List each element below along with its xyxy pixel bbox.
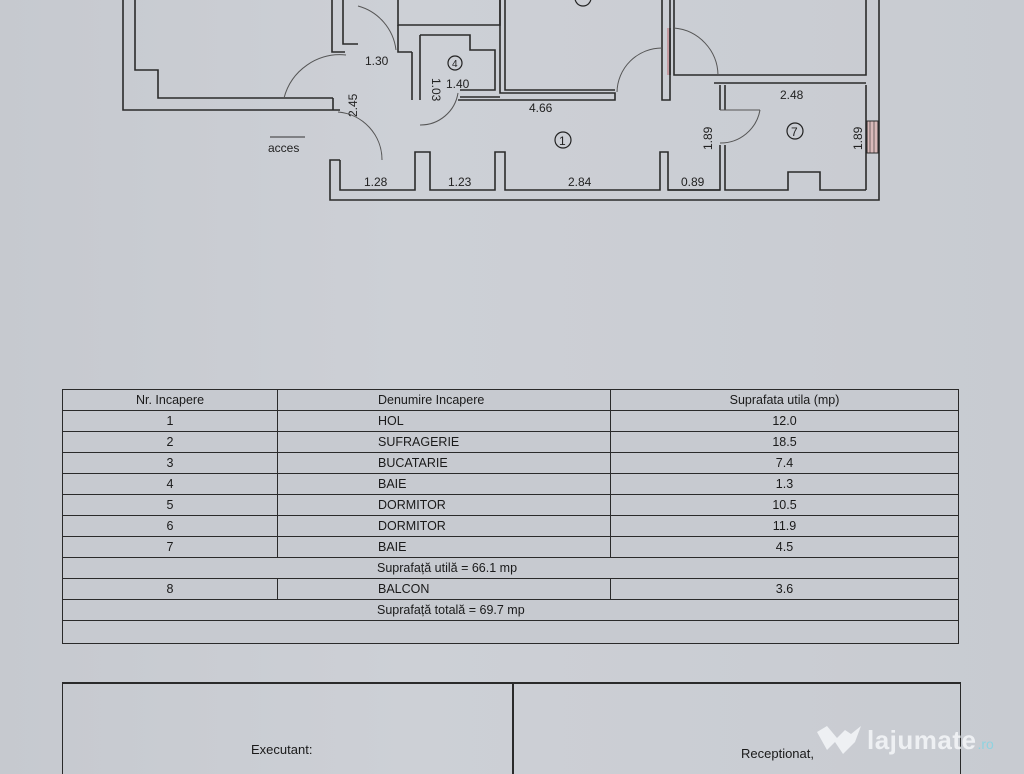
access-label: acces: [268, 141, 299, 155]
dimension-label: 2.84: [568, 175, 592, 189]
room-number-cell: 2: [62, 431, 278, 453]
room-number: 7: [791, 125, 798, 139]
dimension-label: 1.40: [446, 77, 470, 91]
room-area-cell: 4.5: [610, 536, 959, 558]
table-row: 1 HOL 12.0: [62, 410, 959, 432]
door-swing-icon: [357, 5, 397, 51]
room-area-cell: 7.4: [610, 452, 959, 474]
room-name-cell: BUCATARIE: [277, 452, 611, 474]
dimension-label: 2.45: [346, 93, 360, 117]
watermark-brand: lajumate: [867, 724, 977, 755]
window-icon: [866, 120, 879, 154]
room-area-cell: 11.9: [610, 515, 959, 537]
door-swing-icon: [719, 109, 761, 144]
room-area-cell: 1.3: [610, 473, 959, 495]
room-number-cell: 1: [62, 410, 278, 432]
dimension-label: 1.89: [851, 126, 865, 150]
room-area-cell: 18.5: [610, 431, 959, 453]
dimension-label: 2.48: [780, 88, 804, 102]
header-room-number: Nr. Incapere: [62, 389, 278, 411]
room-number-cell: 6: [62, 515, 278, 537]
watermark-tld: .ro: [977, 736, 994, 752]
dimension-label: 0.89: [681, 175, 705, 189]
header-useful-area: Suprafata utila (mp): [610, 389, 959, 411]
table-row: 7 BAIE 4.5: [62, 536, 959, 558]
room-marker-icon: [554, 131, 572, 149]
table-row: 5 DORMITOR 10.5: [62, 494, 959, 516]
floor-plan: acces 1.30 2.45 1.03 1.40 4.66 2.48 1.89…: [122, 0, 880, 201]
table-header-row: Nr. Incapere Denumire Incapere Suprafata…: [62, 389, 959, 411]
useful-area-total-row: Suprafață utilă = 66.1 mp: [62, 557, 959, 579]
entrance-door-swing-icon: [337, 111, 383, 161]
signature-block: Executant: Receptionat,: [62, 682, 961, 774]
room-number-cell: 3: [62, 452, 278, 474]
room-name-cell: SUFRAGERIE: [277, 431, 611, 453]
useful-area-total: Suprafață utilă = 66.1 mp: [62, 557, 959, 579]
dimension-label: 1.03: [429, 78, 443, 102]
table-row: 3 BUCATARIE 7.4: [62, 452, 959, 474]
room-number-cell: 7: [62, 536, 278, 558]
table-row: 4 BAIE 1.3: [62, 473, 959, 495]
room-area-cell: 12.0: [610, 410, 959, 432]
dimension-label: 4.66: [529, 101, 553, 115]
room-name-cell: BALCON: [277, 578, 611, 600]
room-area-cell: 3.6: [610, 578, 959, 600]
room-name-cell: DORMITOR: [277, 494, 611, 516]
room-number: 1: [559, 134, 566, 148]
signature-divider: [512, 684, 514, 774]
door-swing-icon: [673, 27, 719, 76]
room-number-cell: 8: [62, 578, 278, 600]
grand-total-area: Suprafață totală = 69.7 mp: [62, 599, 959, 621]
room-area-table: Nr. Incapere Denumire Incapere Suprafata…: [62, 389, 959, 644]
room-name-cell: BAIE: [277, 473, 611, 495]
blank-row: [62, 620, 959, 644]
door-swing-icon: [419, 92, 459, 126]
room-name-cell: BAIE: [277, 536, 611, 558]
door-swing-icon: [616, 47, 663, 93]
lajumate-watermark: lajumate .ro: [815, 722, 994, 758]
dimension-label: 1.89: [701, 126, 715, 150]
receptionat-label: Receptionat,: [741, 746, 814, 761]
room-number-cell: 5: [62, 494, 278, 516]
room-number-cell: 4: [62, 473, 278, 495]
table-row: 6 DORMITOR 11.9: [62, 515, 959, 537]
room-number: 4: [452, 59, 458, 70]
dimension-label: 1.23: [448, 175, 472, 189]
dimension-label: 1.28: [364, 175, 388, 189]
room-name-cell: DORMITOR: [277, 515, 611, 537]
lajumate-logo-icon: [817, 726, 861, 754]
table-row-balcony: 8 BALCON 3.6: [62, 578, 959, 600]
door-swing-icon: [283, 54, 347, 99]
dimension-label: 1.30: [365, 54, 389, 68]
room-name-cell: HOL: [277, 410, 611, 432]
room-marker-icon: [786, 122, 804, 140]
header-room-name: Denumire Incapere: [277, 389, 611, 411]
executant-label: Executant:: [251, 742, 313, 757]
room-area-cell: 10.5: [610, 494, 959, 516]
room-marker-icon: [447, 55, 463, 71]
grand-total-row: Suprafață totală = 69.7 mp: [62, 599, 959, 621]
room-marker-icon: [574, 0, 592, 7]
table-row: 2 SUFRAGERIE 18.5: [62, 431, 959, 453]
blank-cell: [62, 620, 959, 644]
